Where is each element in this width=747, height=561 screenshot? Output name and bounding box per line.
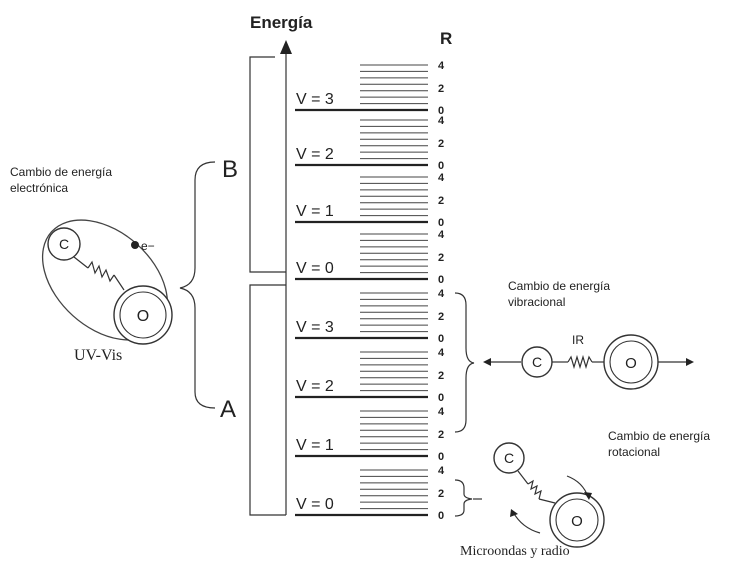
vibrational-arrow-right-head bbox=[686, 358, 694, 366]
r-value-label: 2 bbox=[438, 370, 444, 382]
energy-axis-arrowhead bbox=[280, 40, 292, 54]
state-a-bracket bbox=[249, 284, 286, 516]
state-b-bracket bbox=[249, 56, 286, 273]
rotational-title-line2: rotacional bbox=[608, 445, 660, 459]
r-value-label: 4 bbox=[438, 406, 445, 418]
r-value-label: 4 bbox=[438, 115, 445, 127]
rotation-arrow-top-head bbox=[584, 492, 592, 500]
electronic-atom-o-inner bbox=[119, 291, 167, 339]
vibrational-spring bbox=[567, 354, 593, 370]
b-v3-label: V = 3 bbox=[296, 91, 334, 108]
r-value-label: 4 bbox=[438, 347, 445, 359]
rotational-bond-right bbox=[538, 498, 556, 504]
state-b-label: B bbox=[222, 156, 238, 183]
electronic-atom-o-outer bbox=[113, 285, 173, 345]
a-v3-label: V = 3 bbox=[296, 319, 334, 336]
r-value-label: 0 bbox=[438, 160, 444, 172]
state-a-label: A bbox=[220, 396, 236, 423]
r-value-label: 2 bbox=[438, 252, 444, 264]
rotational-atom-o-label: O bbox=[571, 513, 583, 530]
r-value-label: 2 bbox=[438, 195, 444, 207]
b-v0-label: V = 0 bbox=[296, 260, 334, 277]
r-value-label: 2 bbox=[438, 488, 444, 500]
r-value-label: 0 bbox=[438, 451, 444, 463]
vibrational-change-brace bbox=[454, 292, 475, 433]
energy-axis-title: Energía bbox=[250, 13, 313, 32]
r-value-label: 0 bbox=[438, 217, 444, 229]
electronic-atom-c bbox=[47, 227, 81, 261]
r-value-label: 4 bbox=[438, 465, 445, 477]
rotational-change-brace bbox=[454, 479, 473, 517]
a-v1-label: V = 1 bbox=[296, 437, 334, 454]
electronic-bond-left bbox=[73, 256, 89, 269]
r-value-label: 0 bbox=[438, 333, 444, 345]
electronic-title-line1: Cambio de energía bbox=[10, 165, 112, 179]
vibrational-arrow-left-head bbox=[483, 358, 491, 366]
rotational-bond-left bbox=[517, 470, 529, 485]
rotation-arrow-bottom bbox=[512, 511, 541, 534]
r-value-label: 4 bbox=[438, 172, 445, 184]
b-v1-label: V = 1 bbox=[296, 203, 334, 220]
r-value-label: 2 bbox=[438, 83, 444, 95]
vibrational-atom-o-inner bbox=[609, 340, 653, 384]
electronic-spring bbox=[87, 260, 115, 283]
r-value-label: 2 bbox=[438, 138, 444, 150]
electron-dot bbox=[131, 241, 139, 249]
electronic-atom-o-label: O bbox=[137, 308, 149, 325]
r-value-label: 2 bbox=[438, 311, 444, 323]
electronic-atom-c-label: C bbox=[59, 236, 69, 252]
rotation-arrow-bottom-head bbox=[510, 509, 518, 517]
electronic-title-line2: electrónica bbox=[10, 181, 68, 195]
rotational-atom-c-label: C bbox=[504, 450, 514, 466]
electronic-change-brace bbox=[179, 161, 216, 409]
b-v2-label: V = 2 bbox=[296, 146, 334, 163]
rotational-atom-c bbox=[493, 442, 525, 474]
r-value-label: 0 bbox=[438, 105, 444, 117]
rotational-atom-o-outer bbox=[549, 492, 605, 548]
electron-label: e− bbox=[141, 239, 155, 253]
vibrational-title-line1: Cambio de energía bbox=[508, 279, 610, 293]
microwave-radio-caption: Microondas y radio bbox=[460, 544, 570, 559]
electron-cloud-ellipse bbox=[41, 219, 169, 341]
r-value-label: 4 bbox=[438, 60, 445, 72]
vibrational-atom-c-label: C bbox=[532, 354, 542, 370]
ir-caption: IR bbox=[572, 333, 584, 347]
vibrational-atom-o-label: O bbox=[625, 355, 637, 372]
uv-vis-caption: UV-Vis bbox=[74, 347, 122, 364]
electronic-bond-right bbox=[113, 274, 125, 291]
r-value-label: 4 bbox=[438, 288, 445, 300]
rotational-title-line1: Cambio de energía bbox=[608, 429, 710, 443]
r-value-label: 4 bbox=[438, 229, 445, 241]
vibrational-title-line2: vibracional bbox=[508, 295, 565, 309]
r-value-label: 0 bbox=[438, 274, 444, 286]
r-value-label: 0 bbox=[438, 510, 444, 522]
rotational-atom-o-inner bbox=[555, 498, 599, 542]
r-value-label: 0 bbox=[438, 392, 444, 404]
rotational-spring bbox=[527, 479, 542, 500]
a-v2-label: V = 2 bbox=[296, 378, 334, 395]
a-v0-label: V = 0 bbox=[296, 496, 334, 513]
r-value-label: 2 bbox=[438, 429, 444, 441]
r-column-title: R bbox=[440, 29, 452, 48]
